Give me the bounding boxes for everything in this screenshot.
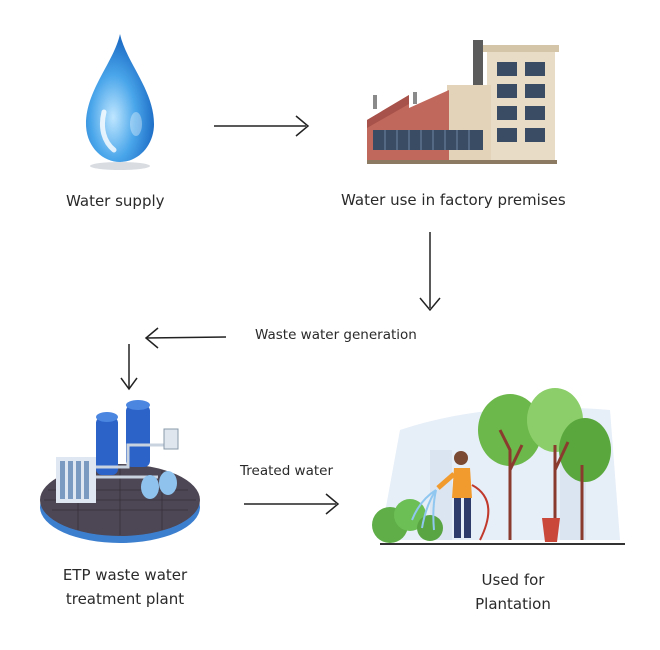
arrow-etp-to-plantation [244,493,340,515]
factory-icon [367,40,559,164]
treated-water-label: Treated water [240,463,334,479]
plantation-icon [372,388,625,545]
waste-water-label: Waste water generation [255,327,417,343]
water-drop-icon [86,34,154,170]
etp-label-line2: treatment plant [65,590,185,608]
arrow-waste-left [144,327,227,349]
plantation-label: Used for Plantation [448,568,578,616]
plantation-label-line2: Plantation [475,595,551,613]
water-supply-label: Water supply [66,192,165,210]
arrow-down-to-etp [120,344,138,391]
etp-label-line1: ETP waste water [62,566,188,584]
etp-plant-icon [40,400,200,543]
arrow-factory-down [419,232,441,312]
plantation-label-line1: Used for [481,571,545,589]
etp-label: ETP waste water treatment plant [40,563,210,611]
factory-label: Water use in factory premises [341,191,566,209]
arrow-supply-to-factory [214,115,310,137]
